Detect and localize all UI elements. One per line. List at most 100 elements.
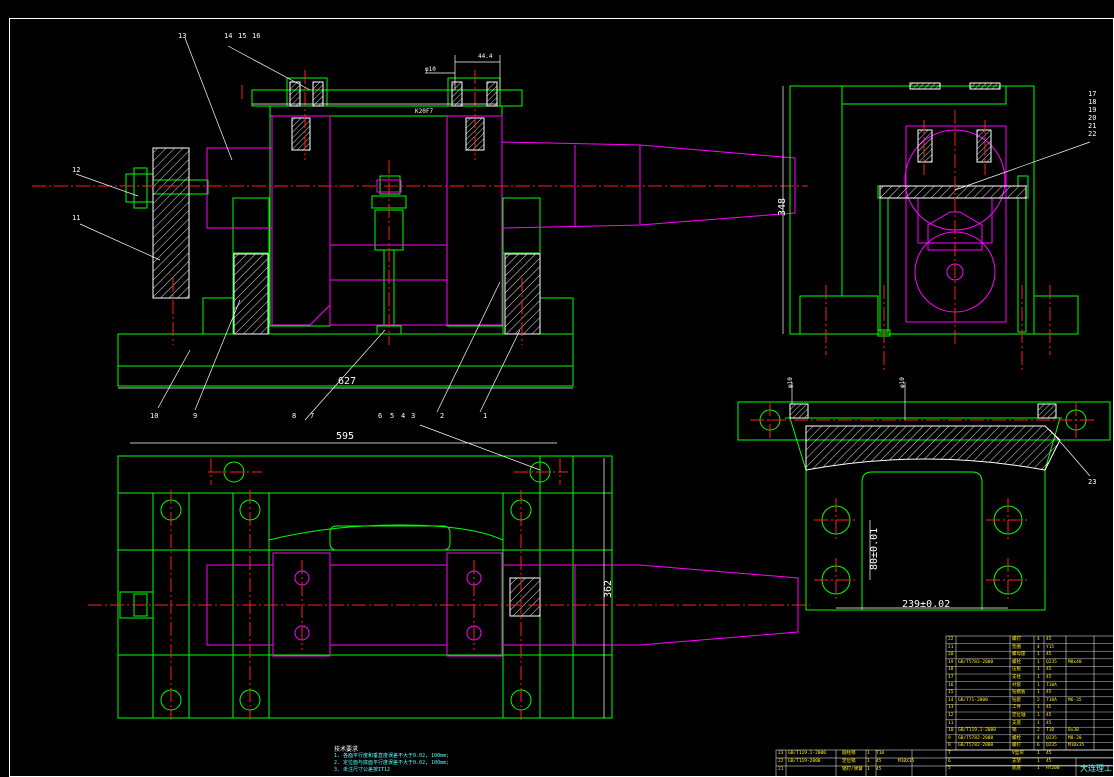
bom-cell-note: M8-20	[1068, 735, 1082, 741]
bom-cell-no: 13	[948, 705, 954, 711]
callout-1: 1	[483, 412, 488, 420]
bom-cell-no: 19	[948, 659, 954, 665]
bom-cell-mat: 45	[1046, 705, 1052, 711]
callout-5: 5	[390, 412, 395, 420]
bom-cell-note: 8x30	[1068, 728, 1079, 734]
tb-cell-qty: 1	[867, 759, 870, 764]
bom-cell-mat: 45	[1046, 667, 1052, 673]
tol-d: φ10	[899, 377, 906, 388]
bom-row: 7 V型块 1 45	[946, 750, 1114, 758]
bom-cell-no: 11	[948, 720, 954, 726]
bom-cell-qty: 6	[1037, 743, 1040, 749]
tb-cell-qty: 1	[867, 767, 870, 772]
bom-cell-note: M8x40	[1068, 659, 1082, 665]
callout-16: 16	[252, 32, 261, 40]
callout-6: 6	[378, 412, 383, 420]
tb-cell-name: 定位销	[842, 759, 856, 764]
bom-cell-name: 支柱	[1012, 674, 1021, 680]
bom-cell-mat: Q235	[1046, 735, 1057, 741]
bom-cell-name: V型块	[1012, 750, 1024, 756]
bom-cell-name: 螺栓	[1012, 735, 1021, 741]
tb-cell-mat: T10	[876, 751, 885, 756]
bom-cell-mat: Y15	[1046, 644, 1055, 650]
bom-cell-code: GB/T5783-2000	[958, 659, 994, 665]
bom-cell-mat: 45	[1046, 720, 1052, 726]
dim-627: 627	[338, 376, 357, 387]
bom-cell-no: 6	[948, 758, 951, 764]
bom-cell-name: 底座	[1012, 766, 1021, 772]
callout-10: 10	[150, 412, 159, 420]
dim-80: 80±0.01	[869, 527, 880, 570]
tb-cell-no: 22	[778, 759, 784, 764]
bom-cell-mat: Q235	[1046, 743, 1057, 749]
bom-cell-no: 15	[948, 690, 954, 696]
callout-7: 7	[310, 412, 315, 420]
bom-cell-no: 22	[948, 637, 954, 642]
tb-cell-mat: 45	[876, 767, 882, 772]
notes-title: 技术要求	[334, 746, 359, 753]
dim-348: 348	[777, 197, 788, 216]
callout-15: 15	[238, 32, 247, 40]
bom-cell-code: GB/T119.1-2000	[958, 728, 996, 734]
detail-view	[737, 382, 1111, 611]
tb-cell-name: 销钉/弹簧	[842, 767, 863, 772]
bom-cell-name: 螺栓	[1012, 659, 1021, 665]
callout-21: 21	[1088, 122, 1097, 130]
bom-cell-mat: 45	[1046, 690, 1052, 696]
front-view	[32, 37, 808, 421]
bom-cell-mat: Q235	[1046, 659, 1057, 665]
bom-cell-no: 12	[948, 712, 954, 718]
bom-cell-qty: 4	[1037, 644, 1040, 650]
bom-cell-name: 垫圈	[1012, 644, 1021, 650]
bom-cell-qty: 1	[1037, 705, 1040, 711]
tb-cell-code: GB/T119.1-2000	[788, 751, 826, 756]
title-block-name: 大连理工	[1080, 764, 1112, 773]
bom-cell-mat: 45	[1046, 750, 1052, 756]
bom-cell-no: 7	[948, 750, 951, 756]
tol-b: 44.4	[478, 53, 493, 60]
callout-23: 23	[1088, 478, 1097, 486]
dim-595: 595	[336, 431, 355, 442]
bom-cell-no: 20	[948, 652, 954, 658]
bom-cell-qty: 1	[1037, 766, 1040, 772]
bom-cell-name: 压板	[1012, 667, 1021, 673]
bom-cell-name: 工件	[1012, 705, 1021, 711]
callout-11: 11	[72, 214, 81, 222]
callout-13: 13	[178, 32, 187, 40]
bom-cell-qty: 1	[1037, 750, 1040, 756]
callout-4: 4	[401, 412, 406, 420]
bom-cell-mat: 45	[1046, 712, 1052, 718]
bom-cell-mat: 45	[1046, 758, 1052, 764]
bom-cell-qty: 2	[1037, 728, 1040, 734]
bom-cell-qty: 1	[1037, 674, 1040, 680]
notes-line-1: 1. 各面平行度和垂直度误差不大于0.02, 100mm;	[334, 753, 450, 759]
bom-cell-qty: 1	[1037, 682, 1040, 688]
bom-cell-code: GB/T71-2000	[958, 697, 988, 703]
bom-cell-qty: 4	[1037, 735, 1040, 741]
bom-cell-no: 8	[948, 743, 951, 749]
callout-3: 3	[411, 412, 416, 420]
notes-line-2: 2. 定位面与底面平行度误差不大于0.02, 100mm;	[334, 760, 450, 766]
bom-cell-mat: T10	[1046, 728, 1055, 734]
bom-cell-name: 定位轴	[1012, 712, 1026, 718]
bom-cell-no: 5	[948, 766, 951, 772]
callout-12: 12	[72, 166, 81, 174]
bom-row: 13 工件 1 45	[946, 704, 1114, 712]
bom-cell-note: M10x35	[1068, 743, 1085, 749]
technical-notes: 技术要求 1. 各面平行度和垂直度误差不大于0.02, 100mm; 2. 定位…	[334, 746, 449, 774]
